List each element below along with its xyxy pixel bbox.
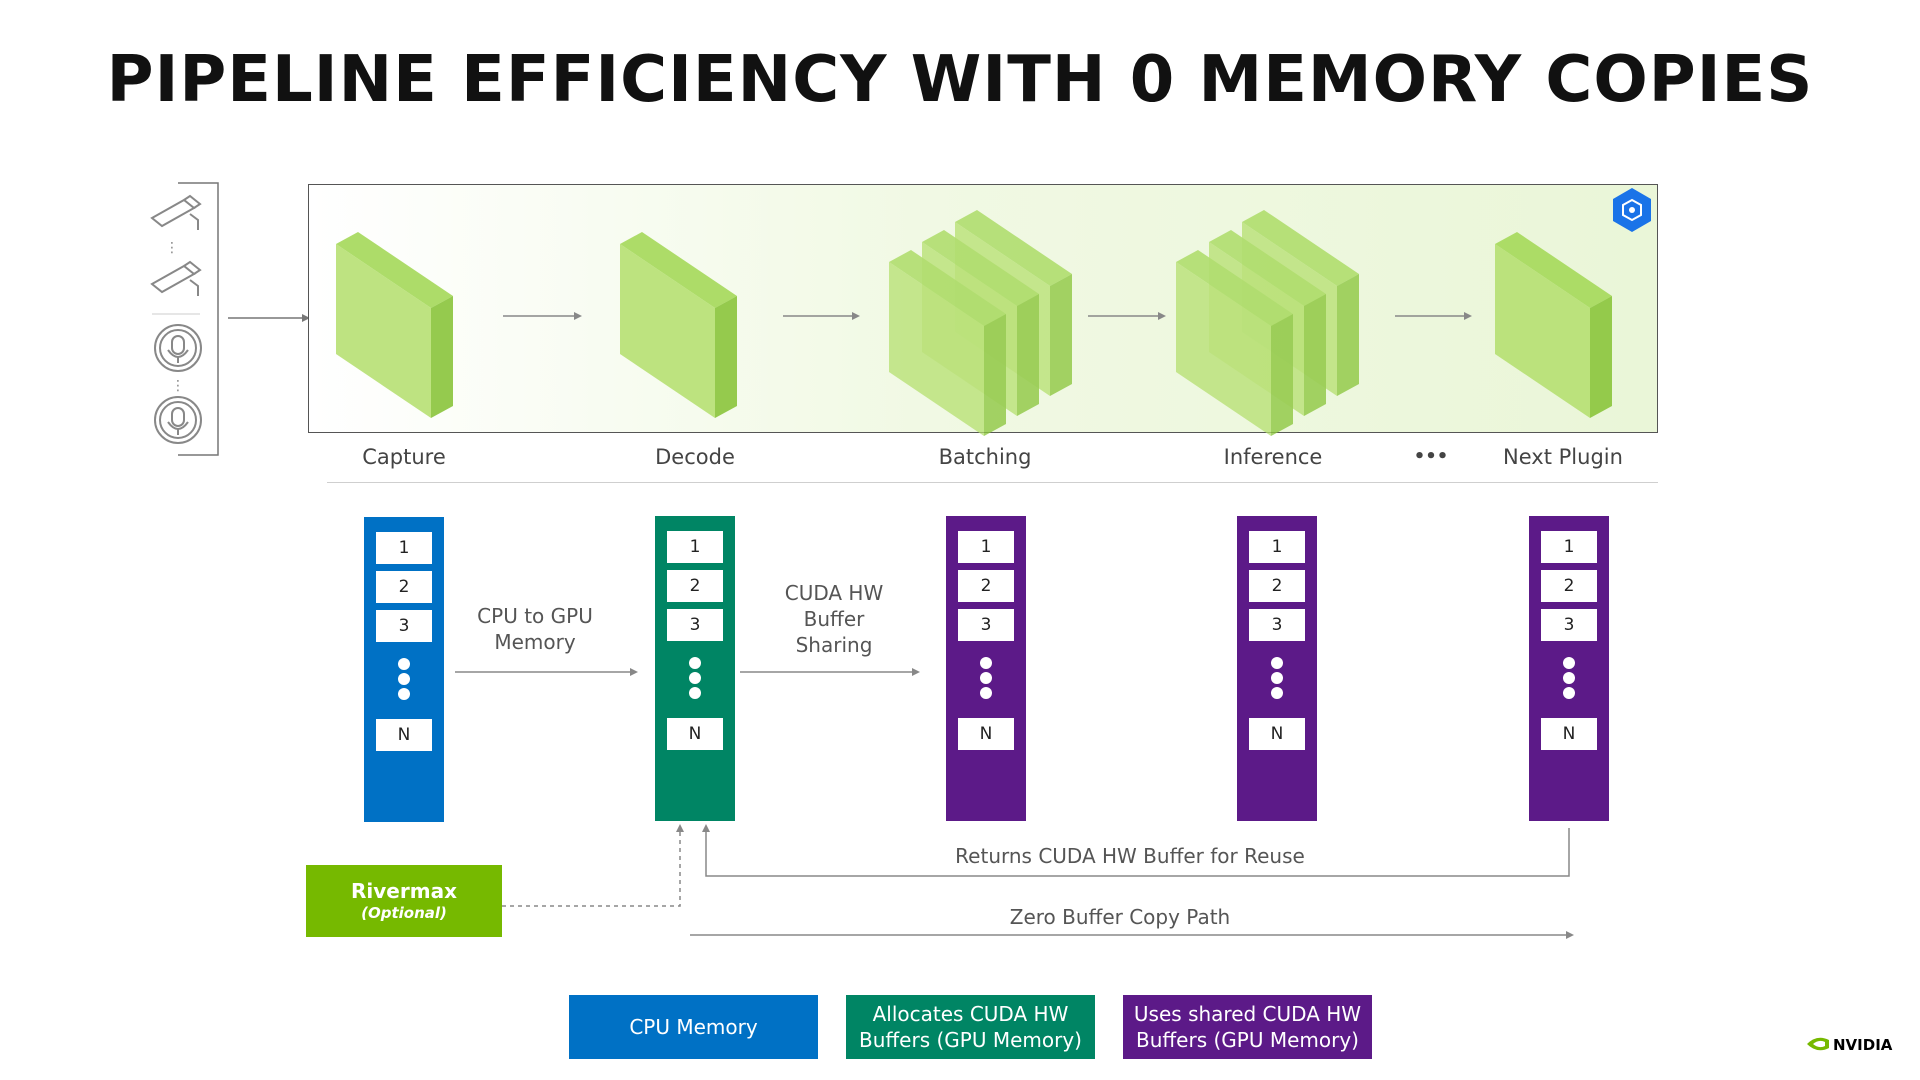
legend-cpu-memory: CPU Memory [569, 995, 818, 1059]
memory-slot: 2 [1249, 570, 1305, 602]
memory-slot: 1 [376, 532, 432, 564]
stage-label-capture: Capture [362, 445, 446, 469]
legend-allocates: Allocates CUDA HW Buffers (GPU Memory) [846, 995, 1095, 1059]
memory-slot: 3 [376, 610, 432, 642]
stage-ellipsis: ••• [1413, 446, 1449, 467]
memory-slot: 3 [1541, 609, 1597, 641]
ellipsis-dot [980, 687, 992, 699]
stage-label-next-plugin: Next Plugin [1503, 445, 1623, 469]
ellipsis-dot [689, 687, 701, 699]
microphone-icon [154, 324, 202, 372]
cuda-sharing-label: CUDA HW Buffer Sharing [752, 580, 916, 658]
legend-cpu-line1: CPU Memory [629, 1015, 758, 1039]
ellipsis-dot [980, 657, 992, 669]
memory-slot: 2 [958, 570, 1014, 602]
ellipsis-dot [1271, 657, 1283, 669]
cuda-sharing-line2: Buffer [803, 607, 865, 631]
memory-slot-n: N [958, 718, 1014, 750]
legend-shared-line2: Buffers (GPU Memory) [1136, 1028, 1359, 1052]
memory-slot: 1 [1541, 531, 1597, 563]
memory-slot: 1 [1249, 531, 1305, 563]
memory-slot: 2 [376, 571, 432, 603]
rivermax-sublabel: (Optional) [361, 904, 447, 922]
ellipsis-dot [689, 657, 701, 669]
camera-icon [150, 194, 202, 230]
cpu-to-gpu-line2: Memory [494, 630, 576, 654]
stage-label-inference: Inference [1223, 445, 1323, 469]
cuda-sharing-line1: CUDA HW [784, 581, 884, 605]
ellipsis-dot [689, 672, 701, 684]
svg-text:⋮: ⋮ [171, 378, 185, 394]
microphone-icon [154, 396, 202, 444]
divider [327, 482, 1658, 483]
memory-slot-n: N [376, 719, 432, 751]
ellipsis-dot [398, 658, 410, 670]
memory-slot: 3 [1249, 609, 1305, 641]
memory-slot-n: N [1541, 718, 1597, 750]
cuda-sharing-line3: Sharing [795, 633, 873, 657]
ellipsis-dot [398, 673, 410, 685]
memory-slot: 2 [1541, 570, 1597, 602]
memory-slot: 3 [958, 609, 1014, 641]
svg-text:⋮: ⋮ [165, 240, 179, 256]
memory-slot: 3 [667, 609, 723, 641]
memory-slot: 1 [667, 531, 723, 563]
cpu-to-gpu-label: CPU to GPU Memory [453, 603, 617, 655]
legend-shared-line1: Uses shared CUDA HW [1133, 1002, 1362, 1026]
ellipsis-dot [1563, 657, 1575, 669]
memory-slot: 1 [958, 531, 1014, 563]
ellipsis-dot [1563, 672, 1575, 684]
camera-icon [150, 260, 202, 296]
rivermax-box: Rivermax (Optional) [306, 865, 502, 937]
cpu-to-gpu-line1: CPU to GPU [477, 604, 593, 628]
rivermax-label: Rivermax [351, 879, 457, 903]
memory-slot-n: N [1249, 718, 1305, 750]
nvidia-logo: NVIDIA [1807, 1036, 1893, 1054]
ellipsis-dot [1563, 687, 1575, 699]
legend-alloc-line1: Allocates CUDA HW [872, 1002, 1069, 1026]
ellipsis-dot [398, 688, 410, 700]
zero-copy-label: Zero Buffer Copy Path [1009, 905, 1231, 929]
stage-label-batching: Batching [938, 445, 1032, 469]
ellipsis-dot [980, 672, 992, 684]
returns-label: Returns CUDA HW Buffer for Reuse [955, 844, 1305, 868]
nvidia-logo-text: NVIDIA [1833, 1036, 1893, 1054]
ellipsis-dot [1271, 687, 1283, 699]
page-title: PIPELINE EFFICIENCY WITH 0 MEMORY COPIES [106, 43, 1814, 117]
memory-slot: 2 [667, 570, 723, 602]
legend-alloc-line2: Buffers (GPU Memory) [859, 1028, 1082, 1052]
legend-uses-shared: Uses shared CUDA HW Buffers (GPU Memory) [1123, 995, 1372, 1059]
hex-badge-icon [1613, 188, 1651, 232]
stage-label-decode: Decode [655, 445, 735, 469]
memory-slot-n: N [667, 718, 723, 750]
ellipsis-dot [1271, 672, 1283, 684]
